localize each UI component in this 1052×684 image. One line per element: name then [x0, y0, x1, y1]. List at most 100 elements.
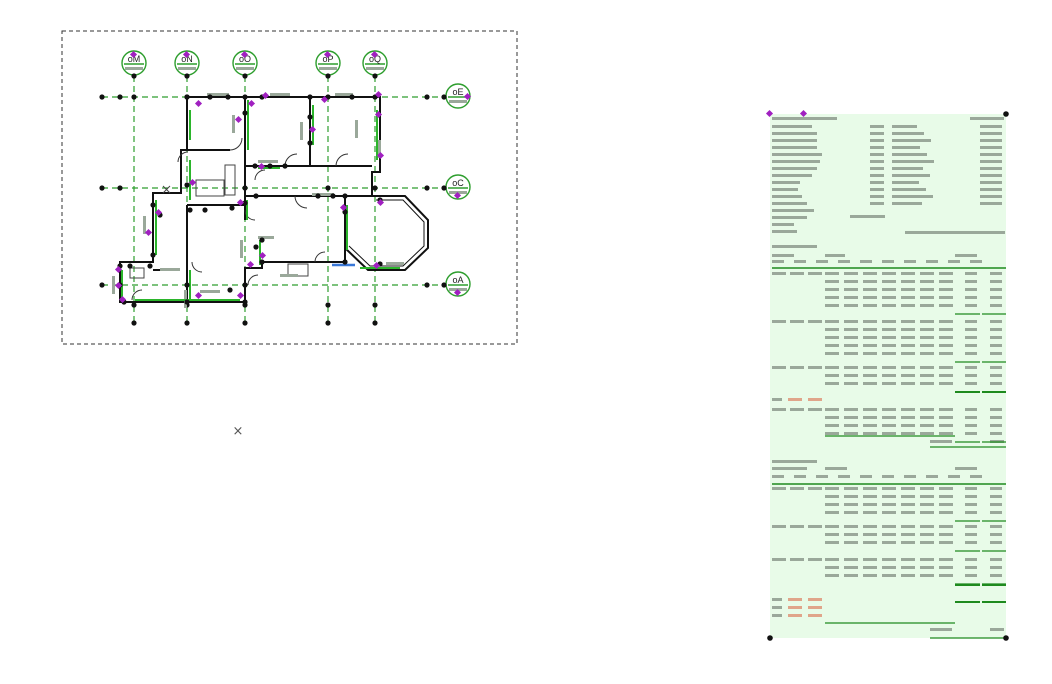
schedule-cell — [965, 382, 977, 385]
schedule-cell — [825, 280, 839, 283]
schedule-cell — [825, 352, 839, 355]
schedule-cell — [772, 146, 817, 149]
schedule-cell — [920, 320, 934, 323]
schedule-cell — [825, 254, 845, 257]
schedule-cell — [870, 195, 884, 198]
schedule-cell — [901, 541, 915, 544]
schedule-cell — [863, 336, 877, 339]
schedule-cell — [939, 416, 953, 419]
schedule-cell — [863, 366, 877, 369]
schedule-cell — [844, 416, 858, 419]
schedule-cell — [901, 416, 915, 419]
schedule-cell — [863, 566, 877, 569]
schedule-cell — [808, 614, 822, 617]
schedule-cell — [965, 280, 977, 283]
schedule-cell — [892, 153, 927, 156]
schedule-cell — [892, 125, 917, 128]
grid-bubble-oM: oM — [121, 50, 147, 76]
schedule-cell — [844, 503, 858, 506]
schedule-rows[interactable] — [772, 117, 1005, 631]
schedule-cell — [939, 280, 953, 283]
schedule-cell — [772, 132, 817, 135]
schedule-cell — [863, 424, 877, 427]
schedule-cell — [772, 598, 782, 601]
schedule-cell — [882, 344, 896, 347]
schedule-corner-points[interactable] — [767, 111, 1009, 641]
schedule-cell — [825, 511, 839, 514]
grid-label-oE: oE — [452, 87, 463, 97]
schedule-cell — [863, 525, 877, 528]
schedule-cell — [920, 511, 934, 514]
schedule-cell — [882, 366, 896, 369]
grid-label-oP: oP — [322, 54, 333, 64]
schedule-cell — [860, 475, 872, 478]
schedule-cell — [870, 146, 884, 149]
schedule-cell — [901, 366, 915, 369]
schedule-cell — [882, 416, 896, 419]
schedule-cell — [990, 366, 1002, 369]
schedule-cell — [790, 558, 804, 561]
schedule-cell — [825, 344, 839, 347]
schedule-cell — [980, 160, 1002, 163]
schedule-cell — [965, 558, 977, 561]
schedule-cell — [939, 336, 953, 339]
schedule-cell — [990, 558, 1002, 561]
schedule-cell — [939, 344, 953, 347]
schedule-cell — [980, 174, 1002, 177]
schedule-cell — [882, 487, 896, 490]
schedule-cell — [920, 344, 934, 347]
schedule-cell — [920, 432, 934, 435]
schedule-cell — [808, 366, 822, 369]
schedule-cell — [863, 382, 877, 385]
schedule-cell — [772, 188, 798, 191]
schedule-cell — [965, 408, 977, 411]
schedule-cell — [772, 614, 782, 617]
schedule-cell — [920, 280, 934, 283]
schedule-grips[interactable] — [765, 109, 808, 118]
schedule-cell — [772, 117, 837, 120]
grid-bubbles-right[interactable]: oE oC oA — [445, 83, 472, 297]
schedule-cell — [844, 432, 858, 435]
schedule-cell — [844, 487, 858, 490]
schedule-cell — [808, 606, 822, 609]
grid-bubble-oO: oO — [232, 50, 258, 76]
schedule-cell — [882, 475, 894, 478]
schedule-cell — [870, 139, 884, 142]
grid-bubbles-top[interactable]: oM oN oO oP oQ — [121, 50, 388, 76]
schedule-cell — [939, 366, 953, 369]
schedule-cell — [930, 628, 952, 631]
schedule-cell — [882, 533, 896, 536]
schedule-cell — [825, 336, 839, 339]
schedule-cell — [772, 153, 822, 156]
selection-grips[interactable] — [114, 90, 385, 304]
schedule-cell — [772, 195, 802, 198]
schedule-cell — [825, 272, 839, 275]
schedule-cell — [844, 525, 858, 528]
schedule-cell — [844, 304, 858, 307]
schedule-cell — [965, 566, 977, 569]
schedule-cell — [844, 336, 858, 339]
schedule-cell — [939, 424, 953, 427]
schedule-cell — [980, 153, 1002, 156]
schedule-cell — [882, 503, 896, 506]
schedule-cell — [990, 408, 1002, 411]
crop-region-boundary[interactable] — [61, 30, 518, 345]
schedule-cell — [965, 574, 977, 577]
schedule-cell — [772, 398, 782, 401]
schedule-cell — [990, 424, 1002, 427]
schedule-cell — [870, 188, 884, 191]
schedule-cell — [920, 533, 934, 536]
schedule-cell — [965, 424, 977, 427]
schedule-cell — [772, 320, 786, 323]
schedule-cell — [920, 382, 934, 385]
wall-endpoints[interactable] — [117, 94, 383, 305]
schedule-cell — [772, 366, 786, 369]
schedule-cell — [882, 574, 896, 577]
schedule-cell — [808, 487, 822, 490]
schedule-cell — [980, 139, 1002, 142]
grid-bubble-oN: oN — [174, 50, 200, 76]
schedule-cell — [825, 566, 839, 569]
schedule-cell — [808, 558, 822, 561]
